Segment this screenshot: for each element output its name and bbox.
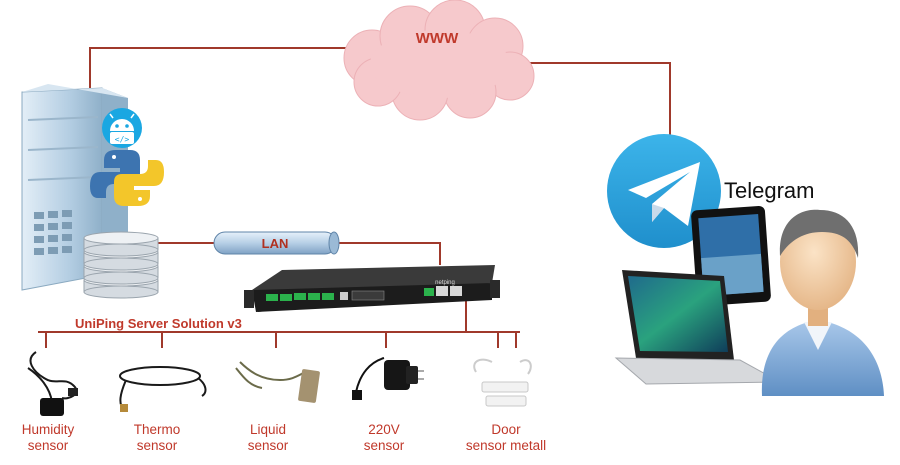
- sensor-door: Door sensor metall: [466, 358, 546, 453]
- power-sensor-icon: [352, 357, 424, 400]
- humidity-sensor-line1: Humidity: [22, 422, 75, 437]
- lan-label: LAN: [262, 236, 289, 251]
- cloud-to-telegram-line: [520, 62, 671, 135]
- sensor-humidity: Humidity sensor: [22, 351, 78, 453]
- thermo-sensor-line2: sensor: [137, 438, 178, 453]
- device-brand: netping: [435, 280, 455, 286]
- sensor-liquid: Liquid sensor: [235, 361, 320, 453]
- humidity-sensor-icon: [27, 351, 78, 416]
- humidity-sensor-line2: sensor: [28, 438, 69, 453]
- thermo-sensor-icon: [119, 366, 207, 412]
- uniping-device: netping: [244, 265, 500, 312]
- sensor-thermo: Thermo sensor: [119, 366, 207, 453]
- door-sensor-line2: sensor metall: [466, 438, 546, 453]
- liquid-sensor-line2: sensor: [248, 438, 289, 453]
- telegram-label: Telegram: [724, 178, 814, 203]
- www-cloud: WWW: [343, 0, 535, 121]
- door-sensor-icon: [473, 358, 532, 407]
- liquid-sensor-line1: Liquid: [250, 422, 286, 437]
- 220v-sensor-line1: 220V: [368, 422, 400, 437]
- connection-lines: [38, 47, 671, 348]
- thermo-sensor-line1: Thermo: [134, 422, 181, 437]
- python-logo-icon: [90, 150, 164, 206]
- database-icon: [83, 231, 159, 299]
- svg-text:</>: </>: [115, 135, 130, 144]
- solution-label: UniPing Server Solution v3: [75, 316, 242, 331]
- lan-to-device-line: [336, 242, 441, 265]
- android-robot-icon: </>: [102, 108, 142, 148]
- server-to-cloud-line: [89, 47, 360, 88]
- liquid-sensor-icon: [235, 361, 320, 403]
- cloud-label: WWW: [416, 30, 459, 47]
- sensor-220v: 220V sensor: [352, 357, 424, 453]
- 220v-sensor-line2: sensor: [364, 438, 405, 453]
- door-sensor-line1: Door: [491, 422, 521, 437]
- lan-cable: LAN: [213, 231, 340, 255]
- user-avatar-icon: [761, 209, 884, 396]
